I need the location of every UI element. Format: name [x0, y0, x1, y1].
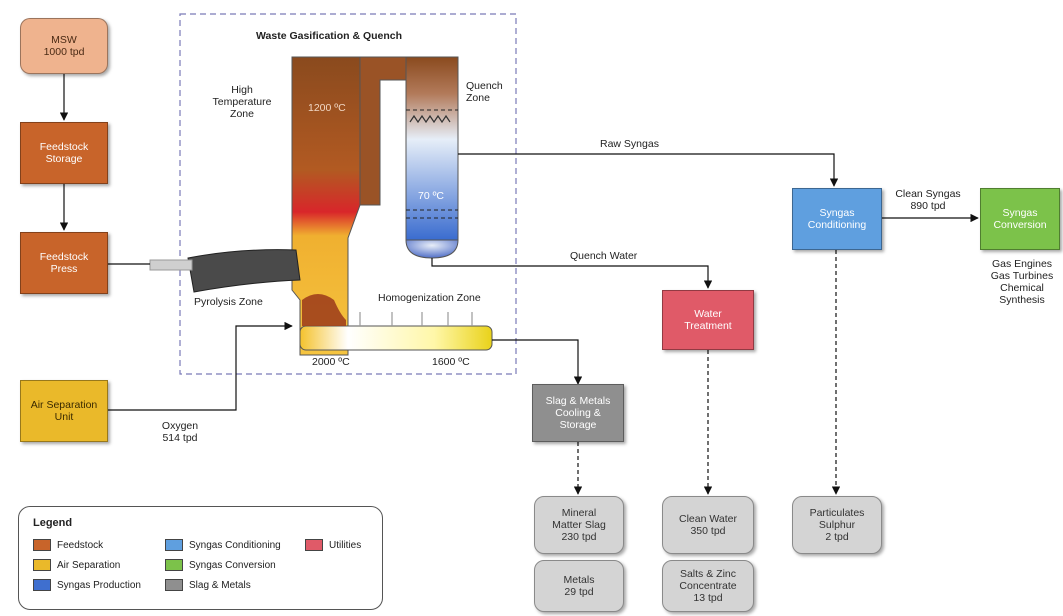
end-uses-label: Gas Engines Gas Turbines Chemical Synthe…	[990, 258, 1054, 306]
msw-box: MSW 1000 tpd	[20, 18, 108, 74]
pyrolysis-bed	[302, 294, 346, 326]
feed-screw	[187, 249, 301, 293]
quench-water-label: Quench Water	[570, 250, 638, 262]
salts-zinc-box: Salts & Zinc Concentrate 13 tpd	[662, 560, 754, 612]
legend-swatch-feedstock	[33, 539, 51, 551]
water-treatment-box: Water Treatment	[662, 290, 754, 350]
metals-box: Metals 29 tpd	[534, 560, 624, 612]
legend-item-utilities: Utilities	[305, 539, 361, 551]
quench-column	[405, 56, 459, 241]
temp-70-label: 70 ºC	[418, 190, 445, 202]
diagram-title: Waste Gasification & Quench	[256, 30, 403, 42]
legend-swatch-syngas-conversion	[165, 559, 183, 571]
syngas-conditioning-box: Syngas Conditioning	[792, 188, 882, 250]
flow-oxygen	[108, 321, 293, 411]
legend-item-syngas-production: Syngas Production	[33, 579, 141, 591]
particulates-box: Particulates Sulphur 2 tpd	[792, 496, 882, 554]
temp-1200-label: 1200 ºC	[308, 102, 346, 114]
legend-item-air-separation: Air Separation	[33, 559, 120, 571]
homogenization-zone-label: Homogenization Zone	[378, 292, 481, 304]
legend: Legend Feedstock Air Separation Syngas P…	[18, 506, 383, 610]
legend-swatch-air-separation	[33, 559, 51, 571]
legend-swatch-syngas-conditioning	[165, 539, 183, 551]
legend-swatch-utilities	[305, 539, 323, 551]
oxygen-label: Oxygen 514 tpd	[161, 420, 199, 444]
feedstock-press-box: Feedstock Press	[20, 232, 108, 294]
raw-syngas-label: Raw Syngas	[600, 138, 659, 150]
temp-1600-label: 1600 ºC	[432, 356, 470, 368]
pyrolysis-zone-label: Pyrolysis Zone	[194, 296, 263, 308]
clean-syngas-label: Clean Syngas 890 tpd	[895, 188, 961, 212]
flow-slag	[492, 339, 583, 385]
gasification-boundary	[179, 13, 517, 375]
syngas-conversion-box: Syngas Conversion	[980, 188, 1060, 250]
slag-metals-storage-box: Slag & Metals Cooling & Storage	[532, 384, 624, 442]
legend-title: Legend	[33, 517, 73, 529]
quench-bottom	[405, 239, 459, 259]
gasifier-duct	[359, 56, 407, 206]
legend-item-syngas-conditioning: Syngas Conditioning	[165, 539, 281, 551]
flow-raw-syngas	[458, 153, 839, 187]
quench-sprays	[409, 114, 451, 124]
temp-2000-label: 2000 ºC	[312, 356, 350, 368]
legend-item-feedstock: Feedstock	[33, 539, 103, 551]
legend-item-slag-metals: Slag & Metals	[165, 579, 251, 591]
feedstock-storage-box: Feedstock Storage	[20, 122, 108, 184]
lance-markers	[359, 312, 473, 326]
legend-item-syngas-conversion: Syngas Conversion	[165, 559, 276, 571]
high-temp-zone-label: High Temperature Zone	[212, 84, 272, 120]
quench-zone-label: Quench Zone	[466, 80, 503, 104]
flow-quench-water	[431, 258, 713, 289]
legend-swatch-syngas-production	[33, 579, 51, 591]
homogenization-chamber	[299, 325, 493, 351]
mineral-matter-slag-box: Mineral Matter Slag 230 tpd	[534, 496, 624, 554]
legend-swatch-slag-metals	[165, 579, 183, 591]
air-separation-unit-box: Air Separation Unit	[20, 380, 108, 442]
clean-water-box: Clean Water 350 tpd	[662, 496, 754, 554]
